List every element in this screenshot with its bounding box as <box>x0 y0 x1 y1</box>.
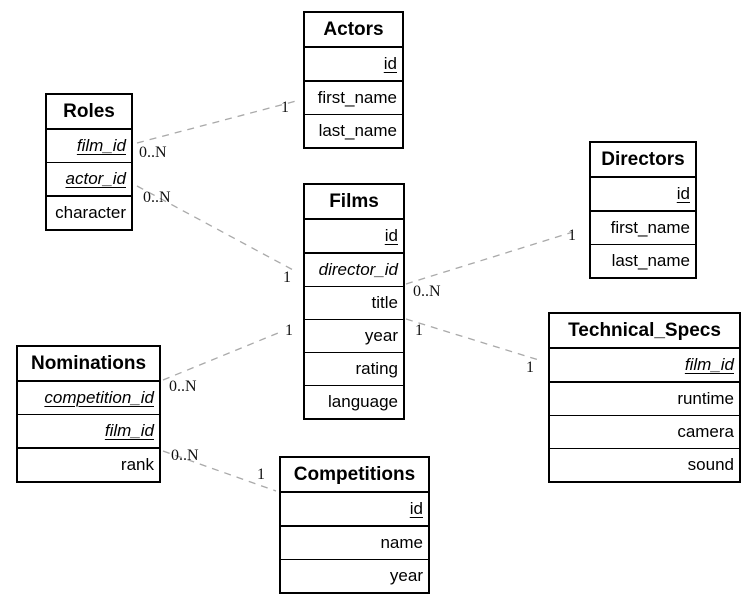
entity-films-field-title: title <box>305 287 403 320</box>
entity-roles-field-character: character <box>55 203 126 222</box>
entity-directors-field-id: id <box>591 178 695 212</box>
entity-nominations-field-film_id: film_id <box>18 415 159 449</box>
entity-actors-field-last_name: last_name <box>318 121 397 140</box>
entity-directors-title: Directors <box>591 143 695 178</box>
entity-nominations: Nominations competition_id film_id rank <box>16 345 161 483</box>
cardinality-nominations-competitions-near-competitions: 1 <box>257 466 265 483</box>
relationship-line-roles-actors <box>136 99 301 144</box>
entity-actors: Actors id first_name last_name <box>303 11 404 149</box>
entity-technical-specs-field-runtime: runtime <box>550 383 739 416</box>
entity-technical-specs-field-film_id: film_id <box>550 349 739 383</box>
entity-roles-field-film_id: film_id <box>47 130 131 163</box>
relationship-line-films-technical-specs <box>405 318 543 362</box>
cardinality-films-directors-near-directors: 1 <box>568 227 576 244</box>
entity-roles-title: Roles <box>47 95 131 130</box>
cardinality-roles-actors-near-roles: 0..N <box>139 144 167 161</box>
entity-directors-field-first_name: first_name <box>591 212 695 245</box>
cardinality-roles-films-near-roles: 0..N <box>143 189 171 206</box>
entity-nominations-field-rank: rank <box>120 455 154 474</box>
entity-films-title: Films <box>305 185 403 220</box>
entity-competitions-field-name: name <box>281 527 428 560</box>
entity-films-field-year: year <box>305 320 403 353</box>
entity-technical-specs-title: Technical_Specs <box>550 314 739 349</box>
entity-films-field-rating: rating <box>305 353 403 386</box>
entity-films-field-language: language <box>328 392 398 411</box>
entity-actors-field-id: id <box>305 48 402 82</box>
entity-actors-title: Actors <box>305 13 402 48</box>
entity-films-field-director_id: director_id <box>305 254 403 287</box>
relationship-line-nominations-films <box>162 330 284 381</box>
entity-nominations-title: Nominations <box>18 347 159 382</box>
entity-technical-specs-field-sound: sound <box>687 455 734 474</box>
cardinality-films-technical-specs-near-films: 1 <box>415 322 423 339</box>
cardinality-nominations-competitions-near-nominations: 0..N <box>171 447 199 464</box>
cardinality-roles-films-near-films: 1 <box>283 269 291 286</box>
cardinality-nominations-films-near-nominations: 0..N <box>169 378 197 395</box>
cardinality-nominations-films-near-films: 1 <box>285 322 293 339</box>
entity-competitions: Competitions id name year <box>279 456 430 594</box>
entity-actors-field-first_name: first_name <box>305 82 402 115</box>
entity-directors: Directors id first_name last_name <box>589 141 697 279</box>
entity-competitions-field-year: year <box>389 566 423 585</box>
entity-films-field-id: id <box>305 220 403 254</box>
entity-nominations-field-competition_id: competition_id <box>18 382 159 415</box>
cardinality-roles-actors-near-actors: 1 <box>281 99 289 116</box>
entity-competitions-field-id: id <box>281 493 428 527</box>
relationship-line-films-directors <box>405 231 574 285</box>
entity-directors-field-last_name: last_name <box>611 251 690 270</box>
entity-roles-field-actor_id: actor_id <box>47 163 131 197</box>
entity-technical-specs: Technical_Specs film_id runtime camera s… <box>548 312 741 483</box>
entity-competitions-title: Competitions <box>281 458 428 493</box>
entity-films: Films id director_id title year rating l… <box>303 183 405 420</box>
cardinality-films-technical-specs-near-specs: 1 <box>526 359 534 376</box>
entity-technical-specs-field-camera: camera <box>550 416 739 449</box>
entity-roles: Roles film_id actor_id character <box>45 93 133 231</box>
cardinality-films-directors-near-films: 0..N <box>413 283 441 300</box>
